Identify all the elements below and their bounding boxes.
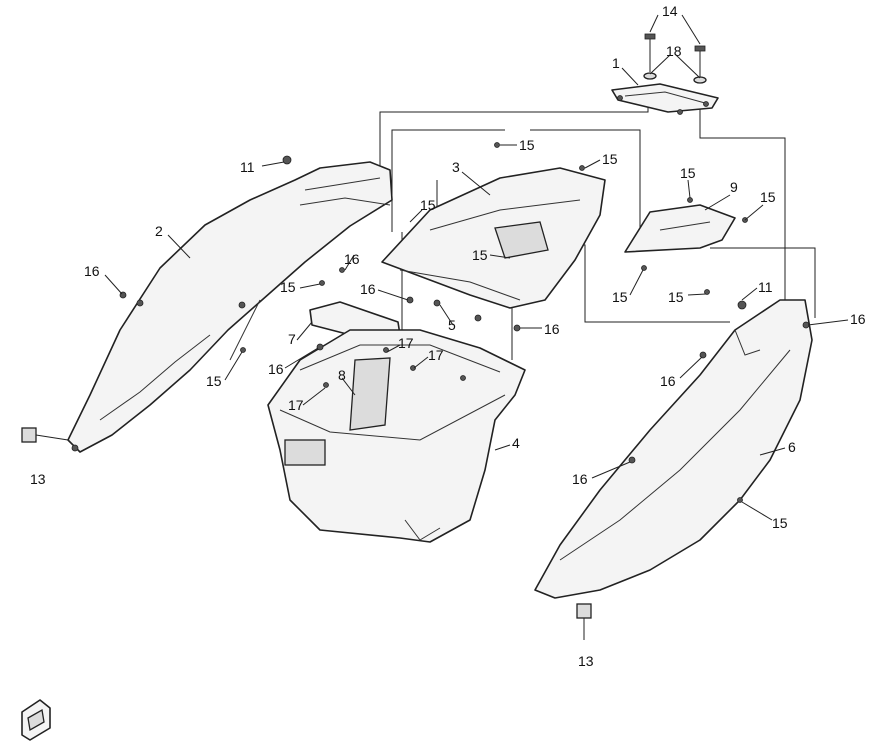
bolts-14 <box>643 33 707 84</box>
callout-16: 16 <box>360 281 376 297</box>
callout-15: 15 <box>612 289 628 305</box>
callout-7: 7 <box>288 331 296 347</box>
callout-8: 8 <box>338 367 346 383</box>
callout-17: 17 <box>288 397 304 413</box>
callout-3: 3 <box>452 159 460 175</box>
callout-13: 13 <box>578 653 594 669</box>
part-4-storage-box <box>267 329 526 543</box>
callout-11: 11 <box>758 279 773 295</box>
callout-5: 5 <box>448 317 456 333</box>
callout-6: 6 <box>788 439 796 455</box>
callout-16: 16 <box>84 263 100 279</box>
fasteners <box>119 142 810 503</box>
callout-16: 16 <box>660 373 676 389</box>
callout-15: 15 <box>680 165 696 181</box>
callout-1: 1 <box>612 55 620 71</box>
callout-11: 11 <box>240 159 255 175</box>
callout-17: 17 <box>398 335 414 351</box>
callout-2: 2 <box>155 223 163 239</box>
part-2-left-side-panel <box>67 161 393 453</box>
callout-4: 4 <box>512 435 520 451</box>
callout-14: 14 <box>662 3 678 19</box>
callout-15: 15 <box>772 515 788 531</box>
callout-15: 15 <box>420 197 436 213</box>
callout-15: 15 <box>668 289 684 305</box>
part-3-rear-top-cover <box>381 167 606 309</box>
part-6-right-side-panel <box>534 299 813 611</box>
part-9-small-plate <box>624 197 748 253</box>
callout-13: 13 <box>30 471 46 487</box>
callout-9: 9 <box>730 179 738 195</box>
callout-16: 16 <box>344 251 360 267</box>
callout-16: 16 <box>544 321 560 337</box>
direction-arrow-icon <box>21 699 51 741</box>
callout-15: 15 <box>280 279 296 295</box>
callout-16: 16 <box>850 311 866 327</box>
callout-17: 17 <box>428 347 444 363</box>
callout-15: 15 <box>519 137 535 153</box>
callout-labels: 14 18 1 15 15 3 11 15 9 15 15 2 16 15 16… <box>30 3 866 669</box>
part-1-top-cover <box>611 83 719 115</box>
callout-leaders <box>104 14 849 521</box>
callout-15: 15 <box>760 189 776 205</box>
callout-18: 18 <box>666 43 682 59</box>
callout-16: 16 <box>572 471 588 487</box>
callout-16: 16 <box>268 361 284 377</box>
callout-15: 15 <box>206 373 222 389</box>
clips-13 <box>21 427 592 640</box>
callout-15: 15 <box>602 151 618 167</box>
callout-15: 15 <box>472 247 488 263</box>
